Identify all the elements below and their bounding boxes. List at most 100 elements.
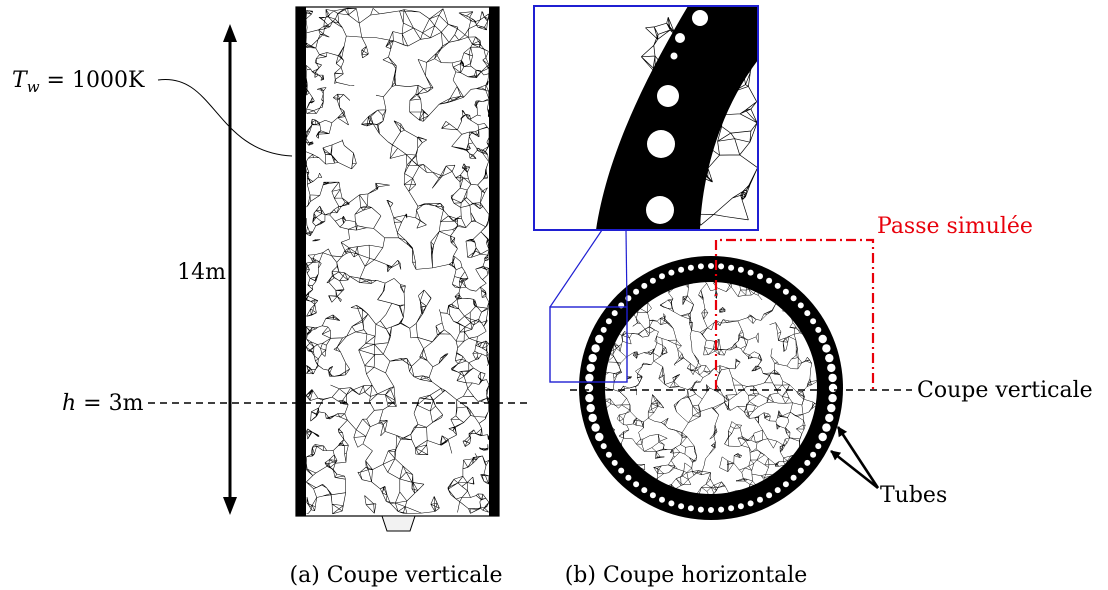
zoom-tube-3 [670,52,678,60]
tube-circle [815,326,822,333]
zoom-tube-6 [646,196,674,224]
zoom-source-box [549,306,628,383]
tubes-arrow-2 [830,449,879,490]
tube-circle [585,393,594,403]
tube-circle [718,263,725,270]
tube-circle [595,432,604,442]
vertical-mesh-background [295,6,500,517]
tube-circle [678,503,685,510]
tube-circle [797,467,804,474]
cut-height-label: h = 3m [62,391,144,416]
tube-ring [584,263,838,513]
tube-circle [822,423,831,432]
tube-circle [600,326,607,333]
tube-circle [586,363,595,373]
tube-circle [708,507,714,513]
tube-circle [818,334,827,344]
tube-circle [804,459,811,466]
tube-circle [649,492,656,499]
tube-circle [618,467,625,474]
zoom-tube-4 [657,85,679,107]
height-label: 14m [177,260,226,285]
tube-circle [708,263,714,269]
tube-circle [591,423,600,432]
tube-circle [687,505,694,512]
height-arrow-top-head [223,24,237,42]
tube-circle [828,373,837,383]
vertical-mesh-left-wall [296,7,306,516]
tube-circle [790,474,797,481]
tube-circle [611,310,618,317]
tube-circle [605,318,612,325]
zoom-connector-left [549,229,603,308]
height-arrow-bottom-head [223,497,237,515]
tube-circle [600,443,607,450]
tube-circle [718,506,725,513]
tube-circle [810,318,817,325]
tube-circle [584,383,594,393]
vertical-mesh-lines [305,7,490,515]
caption-horizontal: (b) Coupe horizontale [565,563,808,588]
tube-circle [782,288,789,295]
wall-temperature-label: Tw = 1000K [12,68,145,96]
cut-height-symbol: h [62,391,76,416]
horizontal-mesh-interior [605,282,817,494]
zoom-tube-1 [692,10,708,26]
wall-temperature-value: = 1000K [40,68,145,93]
tube-circle [588,413,597,423]
tube-circle [810,451,817,458]
horizontal-cut-panel [579,256,843,520]
tube-circle [697,263,704,270]
tube-circle [649,277,656,284]
tube-circle [790,295,797,302]
tube-circle [774,487,781,494]
tube-circle [668,269,675,276]
tube-circle [774,282,781,289]
horizontal-mesh-edges [583,262,839,516]
simulated-pass-box [714,238,875,390]
tube-circle [697,506,704,513]
tube-circle [747,269,754,276]
tube-circle [678,266,685,273]
tube-circle [737,266,744,273]
zoom-inset [534,6,758,230]
tube-circle [737,503,744,510]
tube-circle [728,505,735,512]
tube-circle [641,282,648,289]
vertical-mesh-outlet [381,515,416,532]
tube-circle [605,451,612,458]
tube-circle [804,310,811,317]
tube-circle [747,500,754,507]
vertical-mesh-right-wall [489,7,499,516]
tube-circle [822,344,831,353]
tube-circle [591,344,600,353]
tubes-arrow-1 [836,426,880,489]
horizontal-mesh-lines [583,262,839,516]
tube-circle [659,273,665,280]
tube-circle [797,302,804,309]
wall-temperature-symbol: T [12,68,29,93]
cut-height-value: = 3m [76,391,143,416]
tube-circle [633,481,640,488]
tube-circle [818,432,827,442]
tube-circle [827,363,836,373]
wall-temperature-leader [157,79,293,157]
tube-circle [782,481,789,488]
zoom-tube-2 [675,33,685,43]
caption-vertical: (a) Coupe verticale [290,563,503,588]
tube-circle [659,496,665,503]
vertical-mesh-edges [305,7,490,515]
tube-circle [625,474,632,481]
tube-circle [633,288,640,295]
height-label-mask [166,254,228,286]
tubes-label: Tubes [880,483,947,508]
tube-circle [757,496,763,503]
vertical-cut-label: Coupe verticale [917,378,1093,403]
tube-circle [588,353,597,363]
zoom-inset-frame [533,5,759,231]
tube-circle [828,393,837,403]
tube-circle [827,403,836,413]
tube-circle [825,353,834,363]
tube-circle [728,264,735,271]
tube-circle [668,500,675,507]
